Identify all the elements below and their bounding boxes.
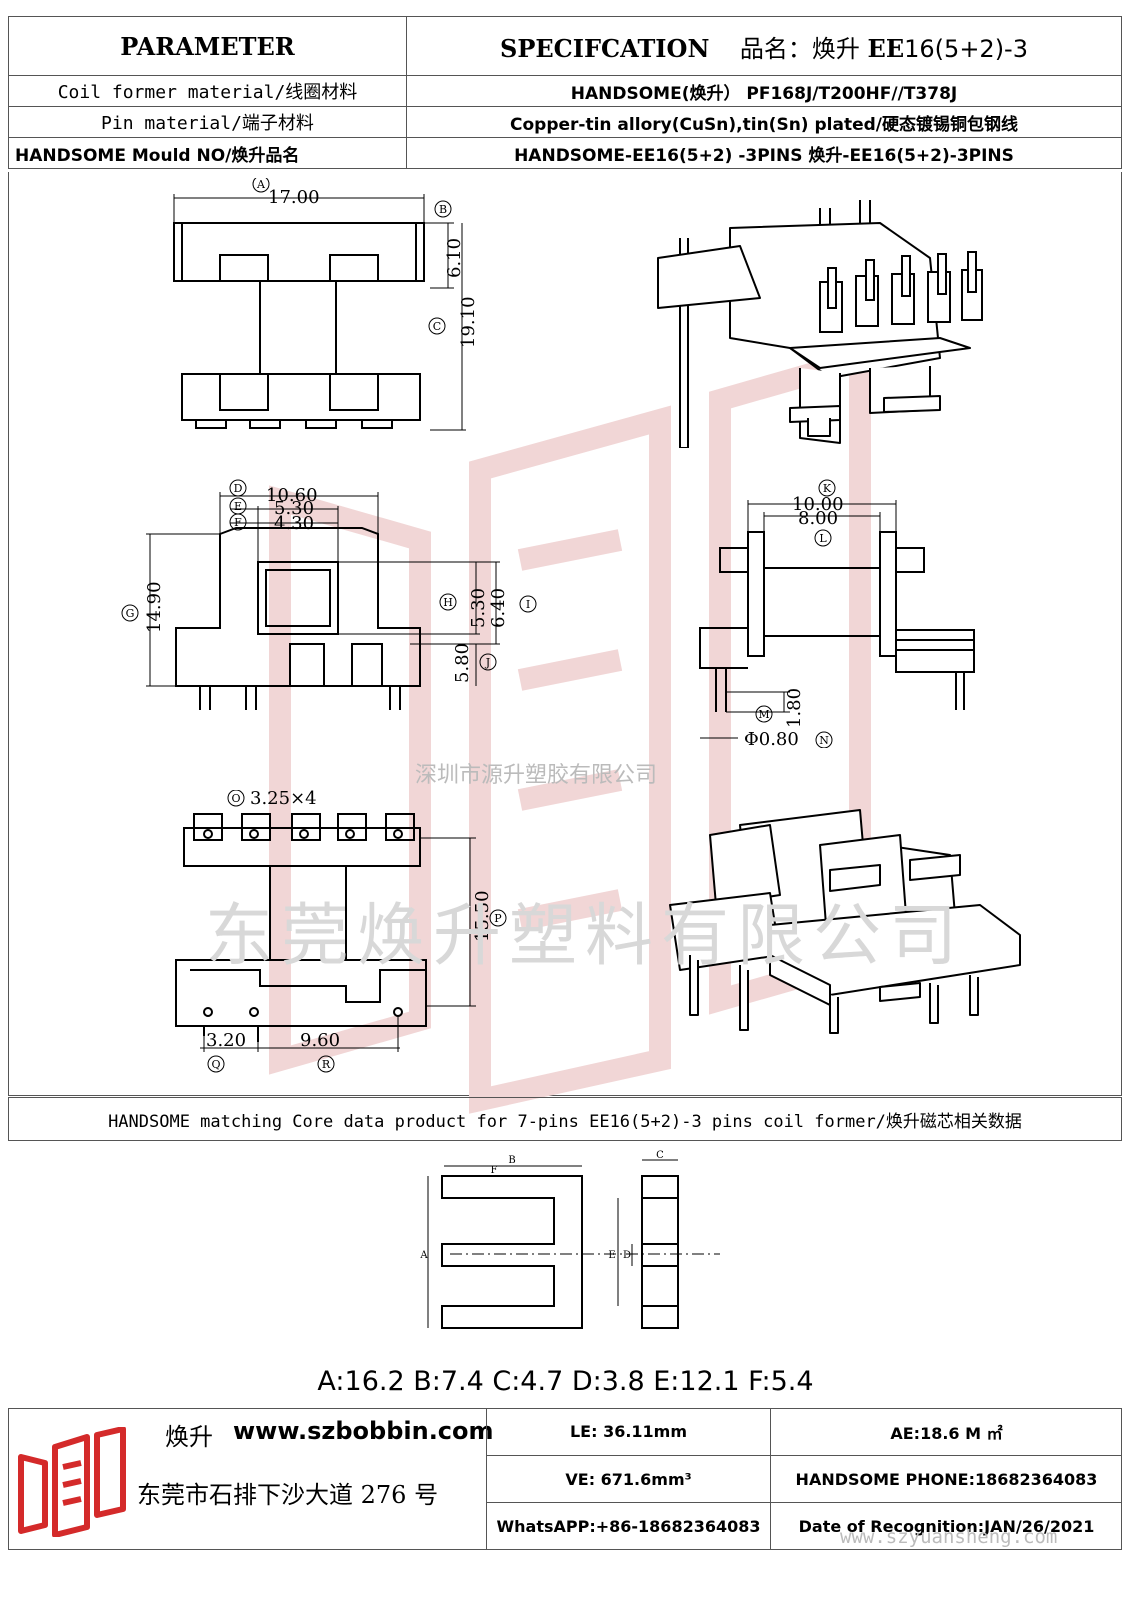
footer-table: 焕升 www.szbobbin.com 东莞市石排下沙大道 276 号 LE: … xyxy=(8,1408,1122,1550)
isometric-view-bottom xyxy=(669,809,1021,1034)
dim-letter-e: E xyxy=(234,500,242,513)
dim-n: Φ0.80 xyxy=(744,729,799,748)
dim-f: 4.30 xyxy=(274,513,314,534)
mould-no-label: HANDSOME Mould NO/焕升品名 xyxy=(8,137,407,169)
dim-j: 5.80 xyxy=(452,643,473,683)
recognition-date: Date of Recognition:JAN/26/2021 xyxy=(770,1502,1122,1550)
dim-e: 5.30 xyxy=(274,498,314,519)
side-view-drawing: K L M N 10.00 8.00 1.80 Φ0.80 xyxy=(699,479,975,748)
dim-letter-f: F xyxy=(234,516,242,529)
product-model-bold: EE xyxy=(867,33,905,63)
pin-material-value: Copper-tin allory(CuSn),tin(Sn) plated/硬… xyxy=(406,106,1122,138)
coil-material-label: Coil former material/线圈材料 xyxy=(8,75,407,107)
dim-letter-b: B xyxy=(439,203,447,216)
le-value: LE: 36.11mm xyxy=(486,1408,770,1455)
ae-value: AE:18.6 M ㎡ xyxy=(770,1408,1122,1455)
dim-o: 3.25×4 xyxy=(250,790,317,809)
core-letter-a: A xyxy=(419,1250,428,1261)
dim-d: 10.60 xyxy=(266,485,318,506)
dim-letter-j: J xyxy=(485,656,490,669)
dim-letter-p: P xyxy=(494,912,502,925)
front-view-drawing: D E F G H I J 10.60 5.30 4.30 14.90 5.30… xyxy=(121,479,537,710)
dim-k: 10.00 xyxy=(792,494,844,515)
product-model-rest: 16(5+2)-3 xyxy=(904,34,1028,63)
watermark-url: www.szyuansheng.com xyxy=(840,1526,1058,1548)
dim-letter-h: H xyxy=(443,596,453,609)
footer-brand: 焕升 xyxy=(165,1423,213,1451)
dim-m: 1.80 xyxy=(784,688,805,728)
dim-b: 6.10 xyxy=(444,238,465,278)
dim-c: 19.10 xyxy=(458,296,479,348)
dim-letter-m: M xyxy=(758,708,769,721)
specification-title: SPECIFCATION xyxy=(500,33,710,63)
top-view-drawing: A B C 17.00 6.10 19.10 xyxy=(173,178,479,431)
dim-a: 17.00 xyxy=(268,187,320,208)
dim-letter-c: C xyxy=(433,320,441,333)
specification-header: SPECIFCATION 品名：焕升 EE16(5+2)-3 xyxy=(406,16,1122,76)
product-name-label: 品名：焕升 xyxy=(739,34,860,63)
isometric-view-top xyxy=(657,200,983,448)
pin-material-label: Pin material/端子材料 xyxy=(8,106,407,138)
bottom-view-drawing: O P Q R 3.25×4 15.50 3.20 9.60 xyxy=(175,790,507,1073)
dim-l: 8.00 xyxy=(798,508,838,529)
drawing-frame xyxy=(8,172,1122,1096)
parameter-header: PARAMETER xyxy=(8,16,407,76)
footer-address: 东莞市石排下沙大道 276 号 xyxy=(137,1481,439,1509)
dim-r: 9.60 xyxy=(300,1030,340,1051)
dim-letter-a: A xyxy=(256,178,266,191)
dim-q: 3.20 xyxy=(206,1030,246,1051)
dim-letter-r: R xyxy=(322,1058,331,1071)
ve-value: VE: 671.6mm³ xyxy=(486,1455,770,1502)
core-letter-d: D xyxy=(623,1250,631,1261)
core-values: A:16.2 B:7.4 C:4.7 D:3.8 E:12.1 F:5.4 xyxy=(317,1366,814,1397)
dim-letter-n: N xyxy=(819,734,829,747)
dim-letter-o: O xyxy=(231,792,240,805)
core-letter-b: B xyxy=(508,1155,515,1166)
dim-letter-g: G xyxy=(126,607,135,620)
watermark-text-small: 深圳市源升塑胶有限公司 xyxy=(415,763,658,788)
dim-letter-q: Q xyxy=(211,1058,220,1071)
whatsapp-value: WhatsAPP:+86-18682364083 xyxy=(486,1502,770,1550)
core-drawing: B F C A E D xyxy=(419,1150,720,1329)
dim-letter-d: D xyxy=(234,482,243,495)
dim-p: 15.50 xyxy=(472,890,493,942)
footer-website: www.szbobbin.com xyxy=(233,1417,494,1445)
handsome-logo-icon xyxy=(18,1427,126,1537)
dim-i: 6.40 xyxy=(488,588,509,628)
core-letter-f: F xyxy=(491,1165,498,1176)
dim-g: 14.90 xyxy=(144,581,165,633)
dim-letter-k: K xyxy=(823,482,832,495)
dim-h: 5.30 xyxy=(468,588,489,628)
dim-letter-l: L xyxy=(819,532,827,545)
core-letter-e: E xyxy=(608,1250,615,1261)
dim-letter-i: I xyxy=(526,598,530,611)
watermark-text-large: 东莞焕升塑料有限公司 xyxy=(205,897,966,976)
core-data-title: HANDSOME matching Core data product for … xyxy=(8,1097,1122,1141)
mould-no-value: HANDSOME-EE16(5+2) -3PINS 焕升-EE16(5+2)-3… xyxy=(406,137,1122,169)
coil-material-value: HANDSOME(焕升） PF168J/T200HF//T378J xyxy=(406,75,1122,107)
spec-table: PARAMETER SPECIFCATION 品名：焕升 EE16(5+2)-3… xyxy=(8,16,1122,169)
phone-value: HANDSOME PHONE:18682364083 xyxy=(770,1455,1122,1502)
core-letter-c: C xyxy=(656,1150,664,1161)
